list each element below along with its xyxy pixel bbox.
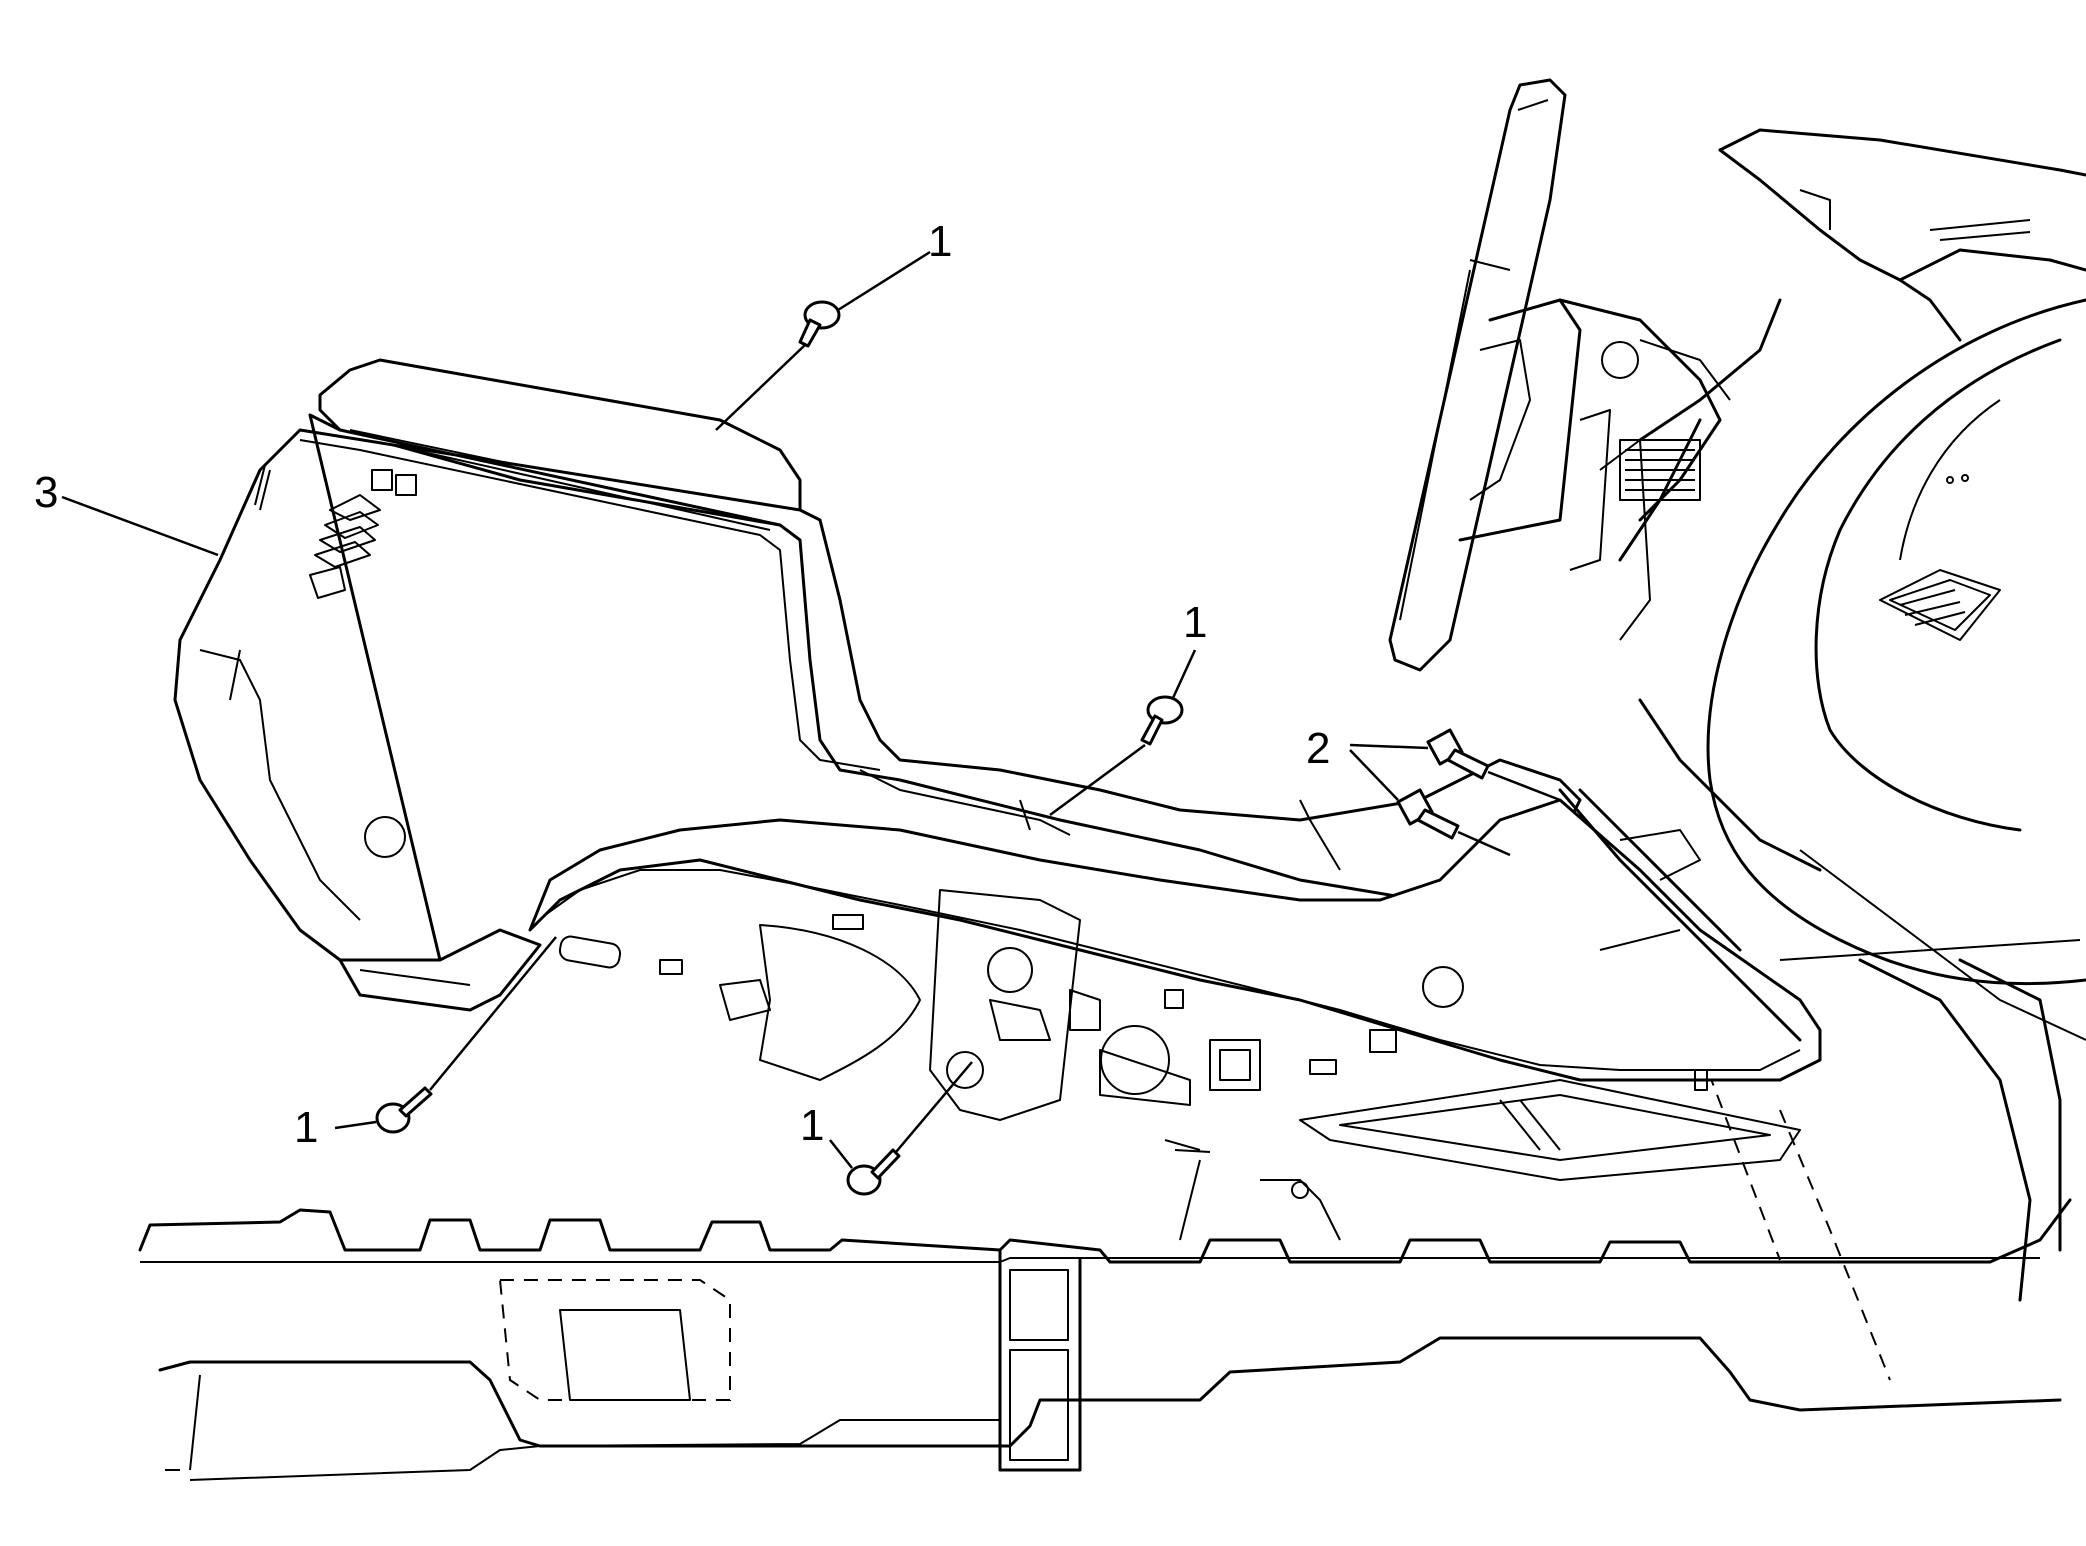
leader-2-lower-to-panel <box>1457 830 1511 857</box>
callout-1-top: 1 <box>928 217 952 266</box>
leader-1-top-to-armrest <box>715 344 806 431</box>
bolt-lower <box>1396 788 1460 840</box>
leader-1-lower-left-to-console <box>429 936 557 1091</box>
callout-labels: 1 1 1 1 2 3 <box>34 217 1330 1152</box>
center-console <box>173 358 1822 1241</box>
fastener-screws <box>375 300 1184 1196</box>
leader-3 <box>61 495 219 557</box>
leader-1-lower-center-to-console <box>895 1061 973 1153</box>
leader-2-lower <box>1349 749 1399 801</box>
floor-pan <box>138 1049 2072 1481</box>
callout-2: 2 <box>1306 724 1330 773</box>
screw-lower-center <box>846 1148 901 1196</box>
leader-1-top <box>837 250 931 312</box>
screw-top <box>798 300 841 348</box>
callout-1-lower-center: 1 <box>800 1101 824 1150</box>
callout-3: 3 <box>34 468 58 517</box>
leader-1-lower-left <box>334 1120 377 1130</box>
callout-1-middle: 1 <box>1183 598 1207 647</box>
leader-2-upper <box>1349 743 1429 750</box>
leader-1-middle-to-console <box>1049 743 1146 817</box>
bolt-upper <box>1426 728 1490 780</box>
fastener-bolts <box>1396 728 1490 840</box>
leader-1-middle <box>1171 649 1197 699</box>
screw-middle <box>1140 695 1184 746</box>
leader-1-lower-center <box>829 1139 853 1169</box>
leader-lines <box>61 250 1561 1169</box>
instrument-panel <box>1599 128 2086 1302</box>
leader-2-upper-to-panel <box>1487 770 1561 802</box>
screw-lower-left <box>375 1086 433 1134</box>
steering-column <box>1388 78 1731 672</box>
callout-1-lower-left: 1 <box>294 1103 318 1152</box>
